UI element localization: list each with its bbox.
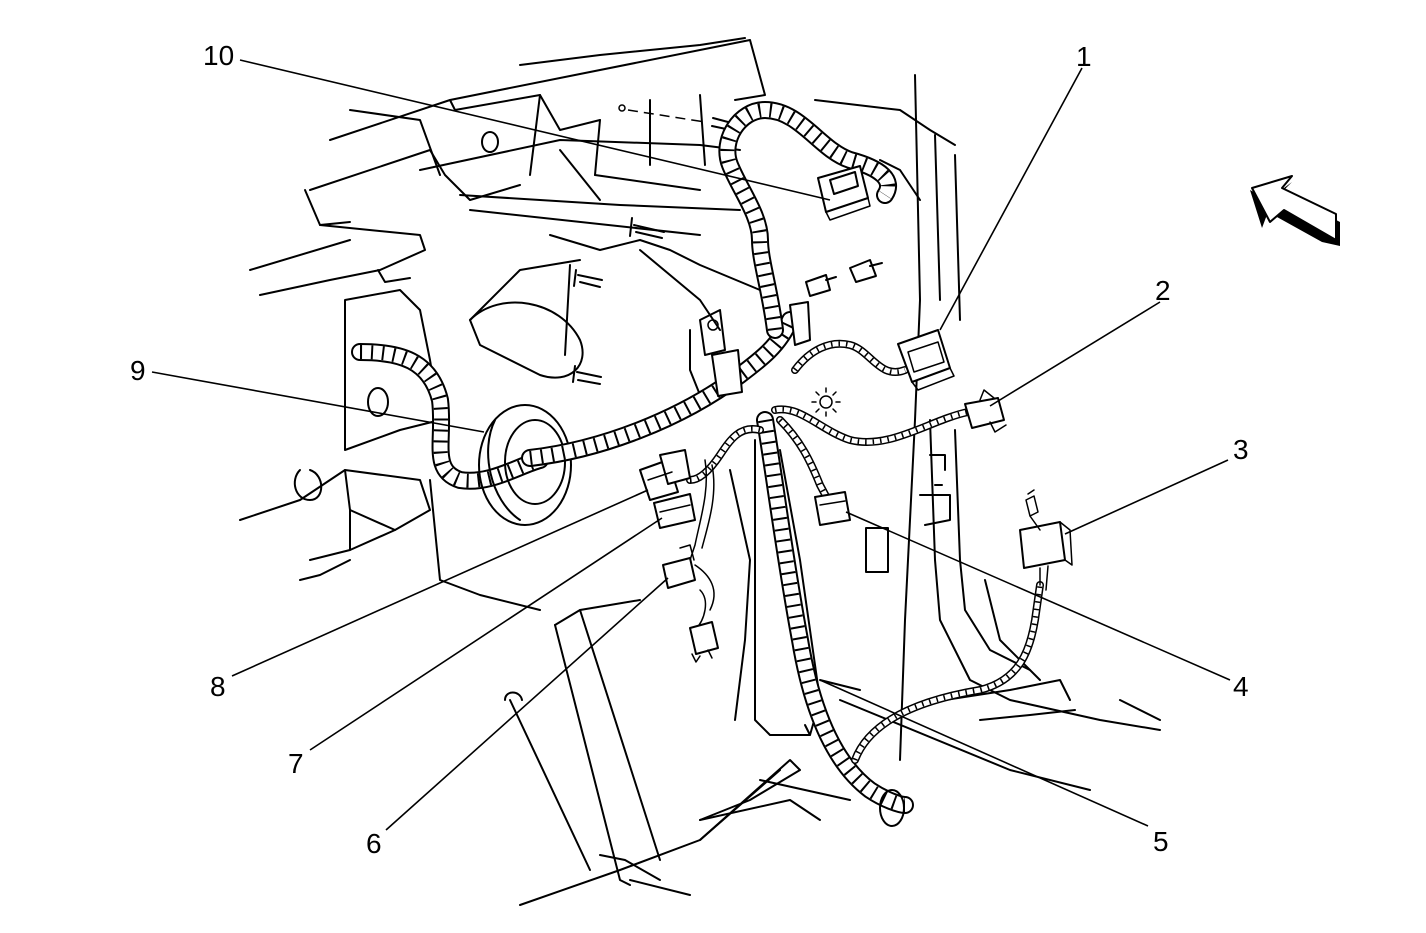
callout-3: 3	[1233, 434, 1249, 465]
body-structure	[239, 37, 1161, 906]
connector-1	[897, 329, 955, 391]
connector-7	[653, 493, 696, 529]
stud-icon	[572, 117, 744, 385]
callout-1: 1	[1076, 41, 1092, 72]
grommet	[478, 404, 572, 526]
callout-10: 10	[203, 40, 234, 71]
connector-10	[817, 165, 871, 221]
callout-6: 6	[366, 828, 382, 859]
connector-bulb-socket	[689, 621, 719, 663]
callout-5: 5	[1153, 826, 1169, 857]
forward-direction-arrow-icon	[1250, 175, 1340, 246]
callout-7: 7	[288, 748, 304, 779]
callout-8: 8	[210, 671, 226, 702]
connector-2	[964, 389, 1007, 433]
leader-lines	[151, 59, 1231, 831]
connector-4	[814, 491, 851, 526]
connector-3-relay	[1019, 489, 1073, 591]
callout-4: 4	[1233, 671, 1249, 702]
callout-labels: 10 1 2 3 4 5 6 7 8 9	[130, 40, 1249, 859]
main-wiring-harness	[351, 101, 914, 827]
branch-wires	[686, 339, 1044, 764]
bolt-icon	[805, 259, 883, 297]
callout-9: 9	[130, 355, 146, 386]
connector-8	[639, 449, 691, 501]
connector-6	[662, 544, 696, 589]
light-bulb-icon	[811, 387, 841, 417]
callout-2: 2	[1155, 275, 1171, 306]
